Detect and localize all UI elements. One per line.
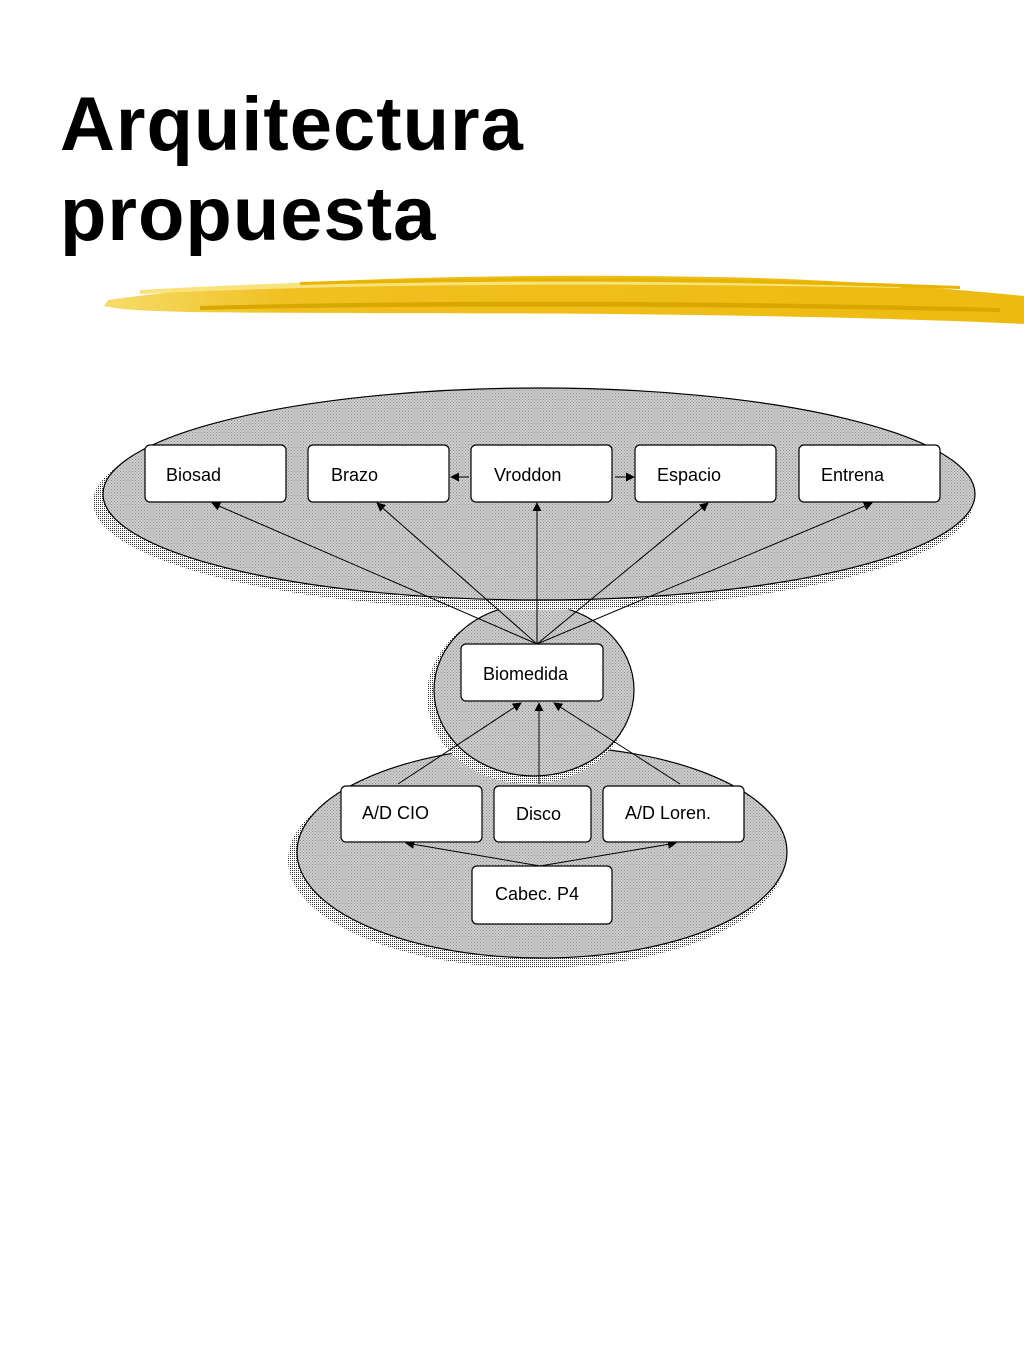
box-ad-loren: A/D Loren.	[602, 785, 745, 843]
title-line-1: Arquitectura	[60, 82, 524, 167]
box-disco: Disco	[493, 785, 592, 843]
label-biosad: Biosad	[166, 465, 221, 485]
label-ad-loren: A/D Loren.	[625, 803, 711, 823]
box-ad-cio: A/D CIO	[340, 785, 483, 843]
label-ad-cio: A/D CIO	[362, 803, 429, 823]
arrow-cabec-adloren	[539, 839, 677, 867]
arrow-biomedida-biosad	[211, 502, 538, 645]
label-disco: Disco	[516, 804, 561, 824]
box-brazo: Brazo	[307, 444, 450, 503]
box-cabec-p4: Cabec. P4	[471, 865, 613, 925]
top-group-boxes: Biosad Brazo Vroddon Espacio Entrena	[144, 444, 941, 503]
arrow-cabec-adcio	[405, 839, 541, 867]
label-entrena: Entrena	[821, 465, 885, 485]
label-cabec-p4: Cabec. P4	[495, 884, 579, 904]
box-espacio: Espacio	[634, 444, 777, 503]
bottom-group-boxes: A/D CIO Disco A/D Loren.	[340, 785, 745, 843]
box-vroddon: Vroddon	[470, 444, 613, 503]
arrow-adloren-biomedida	[553, 702, 681, 785]
arrow-biomedida-brazo	[376, 502, 538, 645]
label-espacio: Espacio	[657, 465, 721, 485]
label-brazo: Brazo	[331, 465, 378, 485]
brush-dark-streak	[200, 301, 1000, 312]
arrow-biomedida-entrena	[536, 501, 873, 645]
title-line-2: propuesta	[60, 172, 437, 257]
box-biomedida: Biomedida	[460, 643, 604, 702]
brush-dark-streak-2	[300, 277, 960, 289]
slide-title: Arquitectura propuesta	[60, 80, 524, 260]
brush-main	[104, 275, 1024, 324]
bottom-connectors	[397, 702, 681, 867]
label-vroddon: Vroddon	[494, 465, 561, 485]
top-connectors	[211, 472, 873, 645]
box-entrena: Entrena	[798, 444, 941, 503]
label-biomedida: Biomedida	[483, 664, 569, 684]
arrow-biomedida-espacio	[536, 502, 709, 645]
arrow-adcio-biomedida	[397, 702, 522, 785]
box-biosad: Biosad	[144, 444, 287, 503]
